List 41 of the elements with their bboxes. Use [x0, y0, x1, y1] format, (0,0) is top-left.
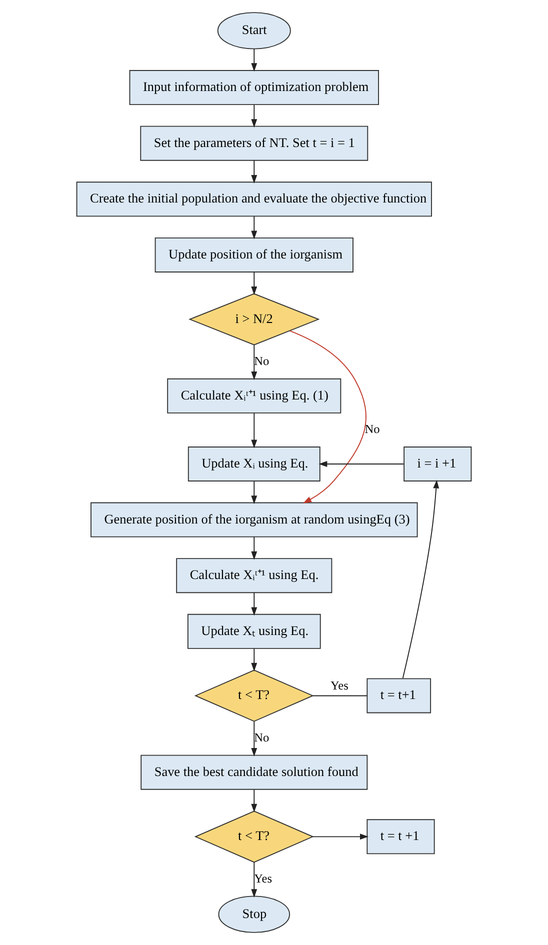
node-box: Create the initial population and evaluate the objective function: [76, 182, 432, 217]
node-box: Input information of optimization problem: [129, 70, 379, 106]
node-box: Calculate Xᵢᵗ⁺¹ using Eq. (1): [167, 378, 342, 414]
node-box: Update Xᵢ using Eq.: [188, 446, 320, 482]
node-box: Generate position of the iorganism at random usingEq (3): [90, 502, 418, 538]
node-diamond: t < T?: [194, 670, 314, 722]
edge-label: No: [254, 354, 270, 368]
arrow: [251, 648, 258, 672]
arrow: [251, 272, 258, 295]
edge-label: No: [254, 730, 270, 745]
arrow: [251, 160, 258, 184]
node-box: i = i +1: [404, 446, 472, 482]
node-ellipse: Stop: [218, 896, 290, 933]
arrow: [251, 412, 258, 448]
arrow: [402, 480, 440, 679]
edge-label: No: [364, 422, 380, 436]
arrow: [251, 721, 258, 757]
arrow: [318, 461, 404, 467]
node-box: Update Xₜ using Eq.: [187, 614, 321, 649]
node-box: Set the parameters of NT. Set t = i = 1: [140, 126, 368, 161]
node-diamond: i > N/2: [188, 293, 320, 346]
node-box: Update position of the iorganism: [154, 237, 354, 272]
arrow: [312, 834, 369, 840]
edge-label: Yes: [330, 678, 348, 692]
arrow: [251, 48, 258, 72]
arrow: [251, 480, 258, 504]
arrow: [251, 536, 258, 560]
arrow: [251, 104, 258, 128]
arrow: [251, 789, 258, 812]
node-box: Save the best candidate solution found: [140, 754, 368, 790]
node-box: t = t+1: [366, 678, 432, 714]
node-box: t = t +1: [366, 819, 435, 854]
node-ellipse: Start: [217, 12, 291, 50]
node-box: Calculate Xᵢᵗ⁺¹ using Eq.: [176, 558, 332, 594]
arrow: [289, 330, 366, 504]
arrow: [251, 216, 258, 240]
arrow: [251, 344, 258, 380]
arrow: [251, 862, 258, 898]
connector: [312, 695, 368, 696]
node-diamond: t < T?: [194, 810, 314, 863]
arrow: [251, 592, 258, 616]
